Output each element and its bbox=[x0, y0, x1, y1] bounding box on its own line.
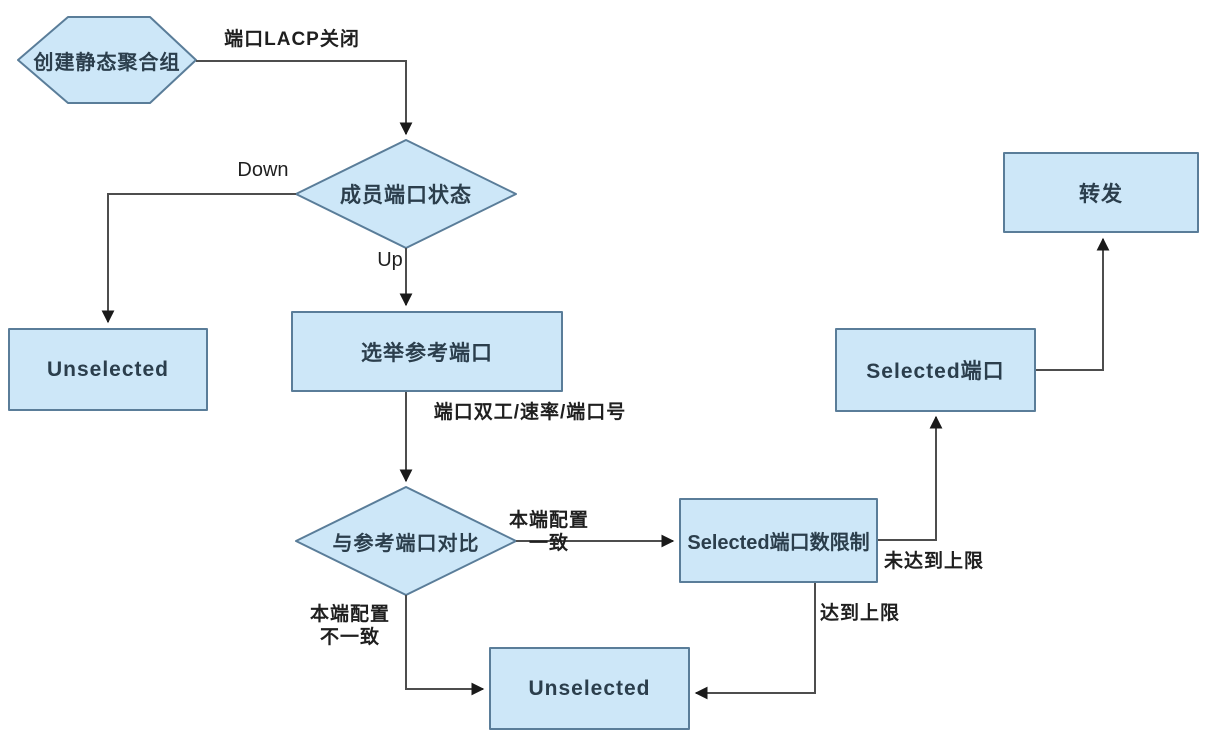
node-selected-port-limit-label: Selected端口数限制 bbox=[687, 532, 870, 554]
node-selected-port: Selected端口 bbox=[835, 328, 1036, 412]
edge-selected-port-to-forward bbox=[1036, 237, 1110, 371]
node-elect-reference-port-label: 选举参考端口 bbox=[361, 341, 493, 365]
node-selected-port-limit: Selected端口数限制 bbox=[679, 498, 878, 583]
edge-limit-reached-to-unselected-bottom bbox=[694, 583, 816, 700]
node-forward-label: 转发 bbox=[1079, 182, 1123, 206]
node-selected-port-label: Selected端口 bbox=[866, 360, 1005, 383]
edge-mismatch-to-unselected-bottom bbox=[405, 595, 485, 696]
node-unselected-bottom: Unselected bbox=[489, 647, 690, 730]
start-hexagon bbox=[17, 16, 197, 104]
edge-not-reached-to-selected-port bbox=[878, 415, 943, 541]
node-elect-reference-port: 选举参考端口 bbox=[291, 311, 563, 392]
node-unselected-left: Unselected bbox=[8, 328, 208, 411]
compare-reference-port-diamond bbox=[295, 486, 517, 596]
node-unselected-left-label: Unselected bbox=[46, 357, 170, 381]
node-forward: 转发 bbox=[1003, 152, 1199, 233]
node-unselected-bottom-label: Unselected bbox=[528, 676, 651, 700]
edge-down-to-unselected-left bbox=[101, 193, 296, 324]
member-port-state-diamond bbox=[295, 139, 517, 249]
edge-start-to-member-state bbox=[196, 60, 413, 136]
